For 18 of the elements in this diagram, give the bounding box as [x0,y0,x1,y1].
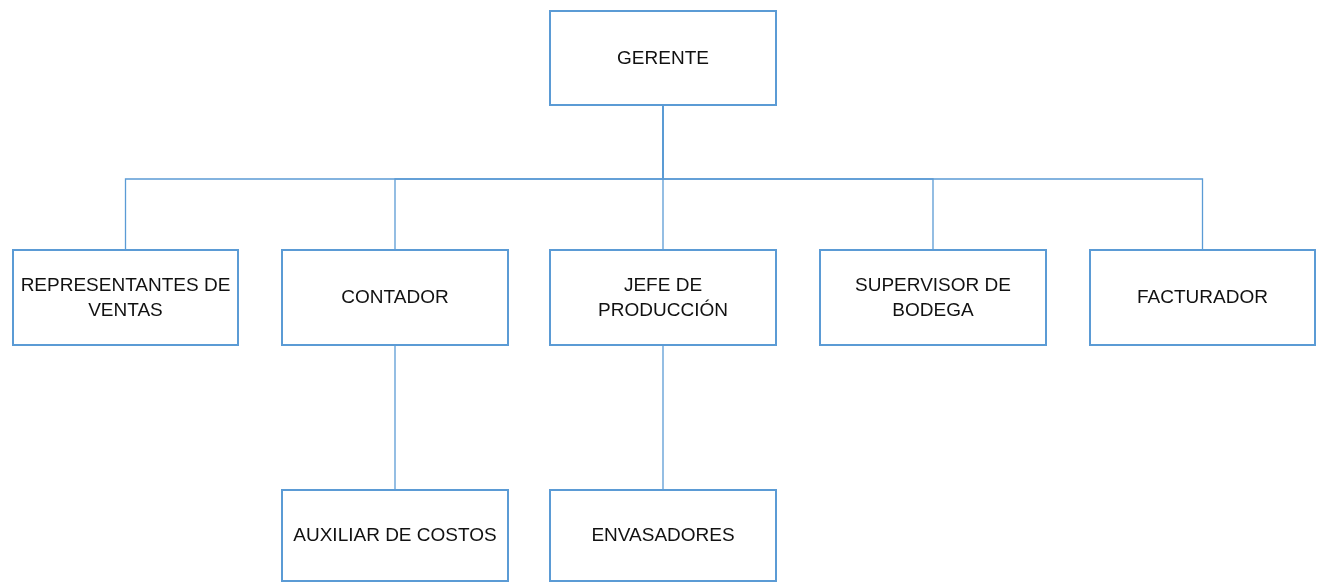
position-title: SUPERVISOR DE BODEGA [854,272,1012,322]
position-title: AUXILIAR DE COSTOS [292,523,498,548]
position-box [549,249,777,346]
position-box [12,249,239,346]
position-box [1089,249,1316,346]
position-title: REPRESENTANTES DE VENTAS [19,272,232,322]
position-box [819,249,1047,346]
position-box [281,489,509,582]
position-title: CONTADOR [340,285,450,310]
position-title: FACTURADOR [1136,285,1269,310]
position-title: ENVASADORES [590,523,736,548]
position-box [549,10,777,106]
position-title: JEFE DE PRODUCCIÓN [597,272,729,322]
position-title: GERENTE [616,45,710,70]
connector-line [394,345,396,490]
position-box [281,249,509,346]
connector-line [662,345,664,490]
position-box [549,489,777,582]
